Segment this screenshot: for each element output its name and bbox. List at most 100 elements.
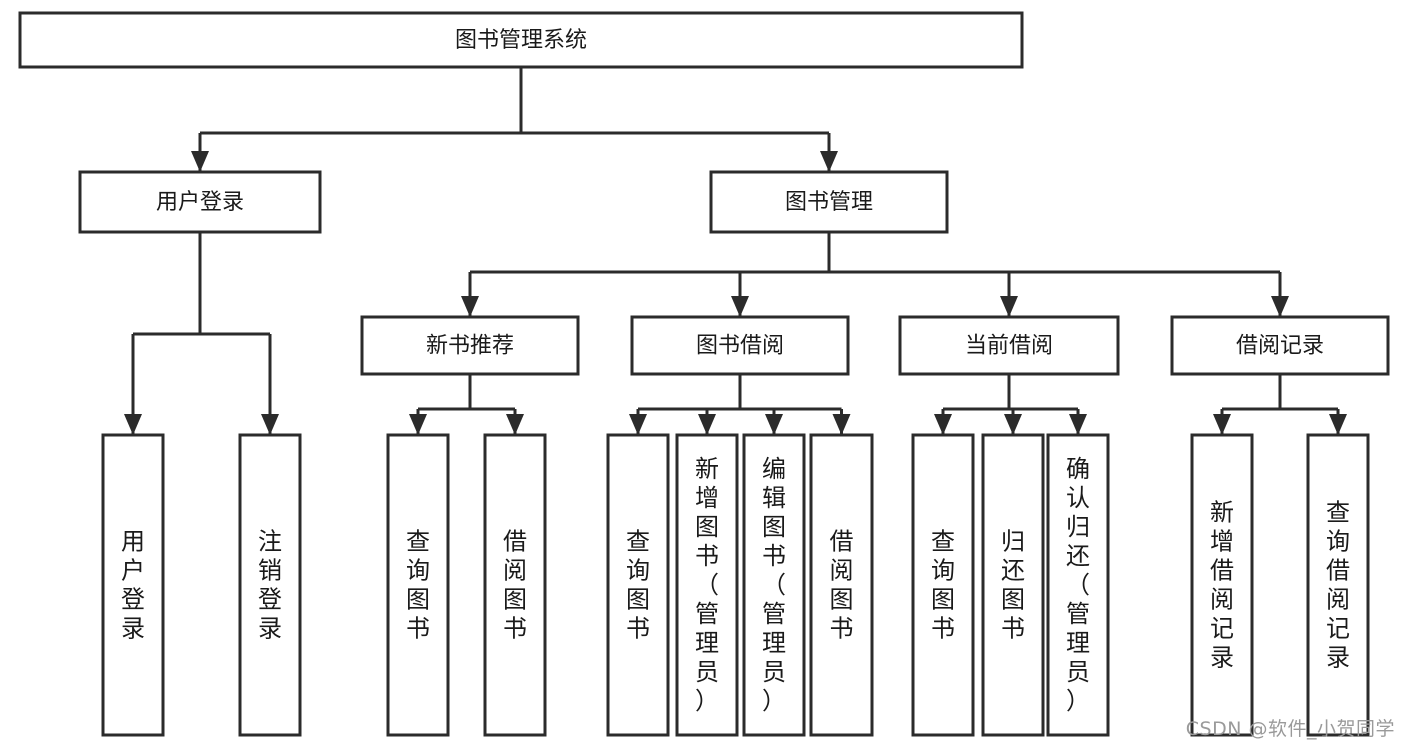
arrow-head-icon <box>191 151 209 172</box>
node-box-user-login-do <box>101 433 165 737</box>
arrow-head-icon <box>934 414 952 435</box>
node-label-query-borrow-record: 录 <box>1326 644 1350 672</box>
node-label-user-logout: 注 <box>258 528 282 556</box>
node-label-confirm-return-admin: 理 <box>1066 629 1090 657</box>
node-box-new-book-recommend <box>360 315 580 376</box>
node-label-root: 图书管理系统 <box>455 28 587 53</box>
node-box-add-borrow-record <box>1190 433 1254 737</box>
node-label-confirm-return-admin: （ <box>1066 571 1090 599</box>
node-label-confirm-return-admin: 认 <box>1066 484 1090 512</box>
node-label-edit-book-admin: ） <box>762 687 786 715</box>
node-label-query-borrow-record: 借 <box>1326 557 1350 585</box>
arrow-head-icon <box>765 414 783 435</box>
arrow-head-icon <box>1069 414 1087 435</box>
csdn-watermark: CSDN @软件_小贺同学 <box>1185 718 1395 740</box>
node-borrow-records[interactable]: 借阅记录 <box>1170 315 1390 376</box>
node-label-edit-book-admin: 员 <box>762 658 786 686</box>
node-label-query-borrow-record: 询 <box>1326 528 1350 556</box>
node-label-add-book-admin: 理 <box>695 629 719 657</box>
node-label-return-book: 还 <box>1001 557 1025 585</box>
node-label-book-management: 图书管理 <box>785 190 873 215</box>
node-box-book-borrow <box>630 315 850 376</box>
node-label-add-borrow-record: 增 <box>1210 528 1234 556</box>
node-label-borrow-book-1: 借 <box>503 528 527 556</box>
node-box-current-borrow <box>898 315 1120 376</box>
node-label-query-book-2: 查 <box>626 528 650 556</box>
node-label-current-borrow: 当前借阅 <box>965 334 1053 359</box>
node-label-user-login-do: 用 <box>121 528 145 556</box>
node-book-borrow[interactable]: 图书借阅 <box>630 315 850 376</box>
node-label-return-book: 图 <box>1001 586 1025 614</box>
arrow-head-icon <box>1000 296 1018 317</box>
node-label-query-book-3: 查 <box>931 528 955 556</box>
node-current-borrow[interactable]: 当前借阅 <box>898 315 1120 376</box>
node-label-borrow-book-2: 阅 <box>830 557 854 585</box>
arrow-head-icon <box>1329 414 1347 435</box>
node-layer: 图书管理系统用户登录图书管理用户登录注销登录新书推荐图书借阅当前借阅借阅记录查询… <box>18 11 1390 737</box>
arrow-head-icon <box>1271 296 1289 317</box>
arrow-head-icon <box>124 414 142 435</box>
node-label-query-borrow-record: 查 <box>1326 499 1350 527</box>
node-box-borrow-book-1 <box>483 433 547 737</box>
arrow-head-icon <box>461 296 479 317</box>
node-book-management[interactable]: 图书管理 <box>709 170 949 234</box>
node-box-user-login <box>78 170 322 234</box>
node-label-query-book-2: 图 <box>626 586 650 614</box>
node-label-query-book-1: 询 <box>406 557 430 585</box>
node-box-book-management <box>709 170 949 234</box>
node-label-user-logout: 录 <box>258 615 282 643</box>
node-label-edit-book-admin: 图 <box>762 513 786 541</box>
arrow-head-icon <box>731 296 749 317</box>
arrow-head-icon <box>1213 414 1231 435</box>
node-new-book-recommend[interactable]: 新书推荐 <box>360 315 580 376</box>
node-label-add-book-admin: 员 <box>695 658 719 686</box>
arrow-head-icon <box>820 151 838 172</box>
node-box-add-book-admin <box>675 433 739 737</box>
node-label-add-book-admin: 书 <box>695 542 719 570</box>
node-label-confirm-return-admin: 归 <box>1066 513 1090 541</box>
node-label-add-book-admin: （ <box>695 571 719 599</box>
node-label-query-book-3: 询 <box>931 557 955 585</box>
node-label-query-book-3: 图 <box>931 586 955 614</box>
node-label-edit-book-admin: 辑 <box>762 484 786 512</box>
node-user-login[interactable]: 用户登录 <box>78 170 322 234</box>
arrow-head-icon <box>261 414 279 435</box>
node-root[interactable]: 图书管理系统 <box>18 11 1024 69</box>
node-label-query-borrow-record: 阅 <box>1326 586 1350 614</box>
node-label-user-logout: 销 <box>258 557 282 585</box>
node-label-add-borrow-record: 借 <box>1210 557 1234 585</box>
node-user-login-do[interactable]: 用户登录 <box>101 433 165 737</box>
connector-layer <box>124 67 1347 435</box>
node-label-query-book-1: 书 <box>406 615 430 643</box>
node-box-edit-book-admin <box>742 433 806 737</box>
node-label-edit-book-admin: 编 <box>762 455 786 483</box>
node-box-confirm-return-admin <box>1046 433 1110 737</box>
node-label-new-book-recommend: 新书推荐 <box>426 334 514 359</box>
node-label-add-book-admin: 管 <box>695 600 719 628</box>
arrow-head-icon <box>1004 414 1022 435</box>
node-label-borrow-book-2: 借 <box>830 528 854 556</box>
node-label-edit-book-admin: 理 <box>762 629 786 657</box>
node-label-borrow-records: 借阅记录 <box>1236 334 1324 359</box>
node-box-query-book-2 <box>606 433 670 737</box>
node-label-add-borrow-record: 记 <box>1210 615 1234 643</box>
node-label-add-borrow-record: 录 <box>1210 644 1234 672</box>
node-box-query-book-3 <box>911 433 975 737</box>
arrow-head-icon <box>832 414 851 435</box>
node-box-borrow-book-2 <box>809 433 874 737</box>
node-label-borrow-book-2: 书 <box>830 615 854 643</box>
node-label-confirm-return-admin: 还 <box>1066 542 1090 570</box>
